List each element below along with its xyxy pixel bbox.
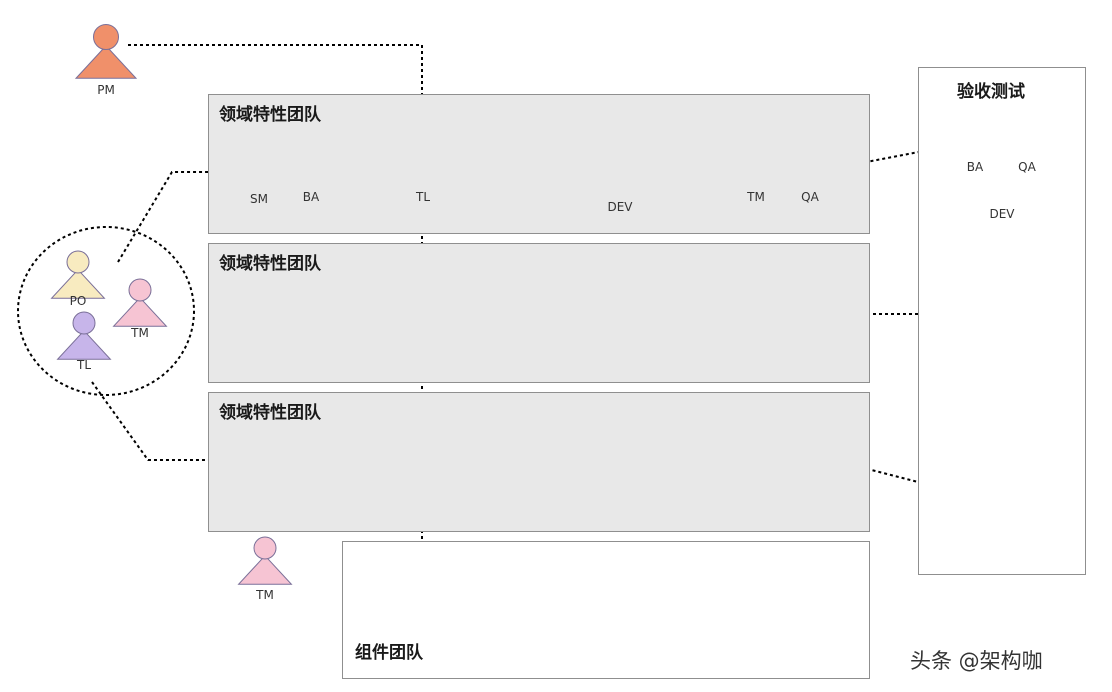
tm-bottom-figure [237, 536, 293, 585]
acceptance-to-team1-connector [854, 145, 951, 169]
acceptance-qa-label: QA [1018, 160, 1036, 174]
tl-left-figure-head [72, 311, 96, 335]
tl-left-figure-body [56, 329, 112, 360]
tm-bottom-figure-head [253, 536, 277, 560]
domain-team-title-2: 领域特性团队 [219, 254, 321, 274]
tm-left-figure [112, 278, 168, 327]
domain-team-title-3: 领域特性团队 [219, 403, 321, 423]
sm-label: SM [250, 192, 268, 206]
po-label: PO [69, 294, 87, 308]
po-figure-body [50, 268, 106, 299]
ba-label: BA [302, 190, 320, 204]
component-team-panel: 组件团队 [342, 541, 870, 679]
domain-team-panel-2: 领域特性团队 [208, 243, 870, 383]
tl-label-left: TL [76, 358, 92, 372]
dev-label: DEV [607, 200, 633, 214]
domain-team-panel-3: 领域特性团队 [208, 392, 870, 532]
pm-figure [74, 24, 138, 79]
leadership-group-circle [17, 226, 195, 396]
pm-to-tl-connector [128, 44, 423, 142]
acceptance-test-title: 验收测试 [957, 82, 1025, 102]
tm-label-bottom: TM [256, 588, 274, 602]
pm-figure-head [93, 24, 119, 50]
credit-watermark: 头条 @架构咖 [910, 649, 1043, 673]
domain-team-panel-1: 领域特性团队 [208, 94, 870, 234]
po-figure-head [66, 250, 90, 274]
tm-left-figure-head [128, 278, 152, 302]
tm-label-domain-1: TM [747, 190, 765, 204]
qa-label-domain-1: QA [801, 190, 819, 204]
acceptance-test-panel: 验收测试 [918, 67, 1086, 575]
domain-team-title-1: 领域特性团队 [219, 105, 321, 125]
tm-bottom-figure-body [237, 554, 293, 585]
acceptance-dev-label: DEV [989, 207, 1015, 221]
left-group-to-team3-connector [91, 381, 236, 467]
pm-figure-body [74, 45, 138, 79]
tm-left-figure-body [112, 296, 168, 327]
acceptance-ba-label: BA [966, 160, 984, 174]
tl-label-domain-1: TL [415, 190, 431, 204]
component-team-title: 组件团队 [355, 643, 423, 663]
tl-left-figure [56, 311, 112, 360]
po-figure [50, 250, 106, 299]
tm-label-left: TM [131, 326, 149, 340]
pm-label: PM [97, 83, 115, 97]
